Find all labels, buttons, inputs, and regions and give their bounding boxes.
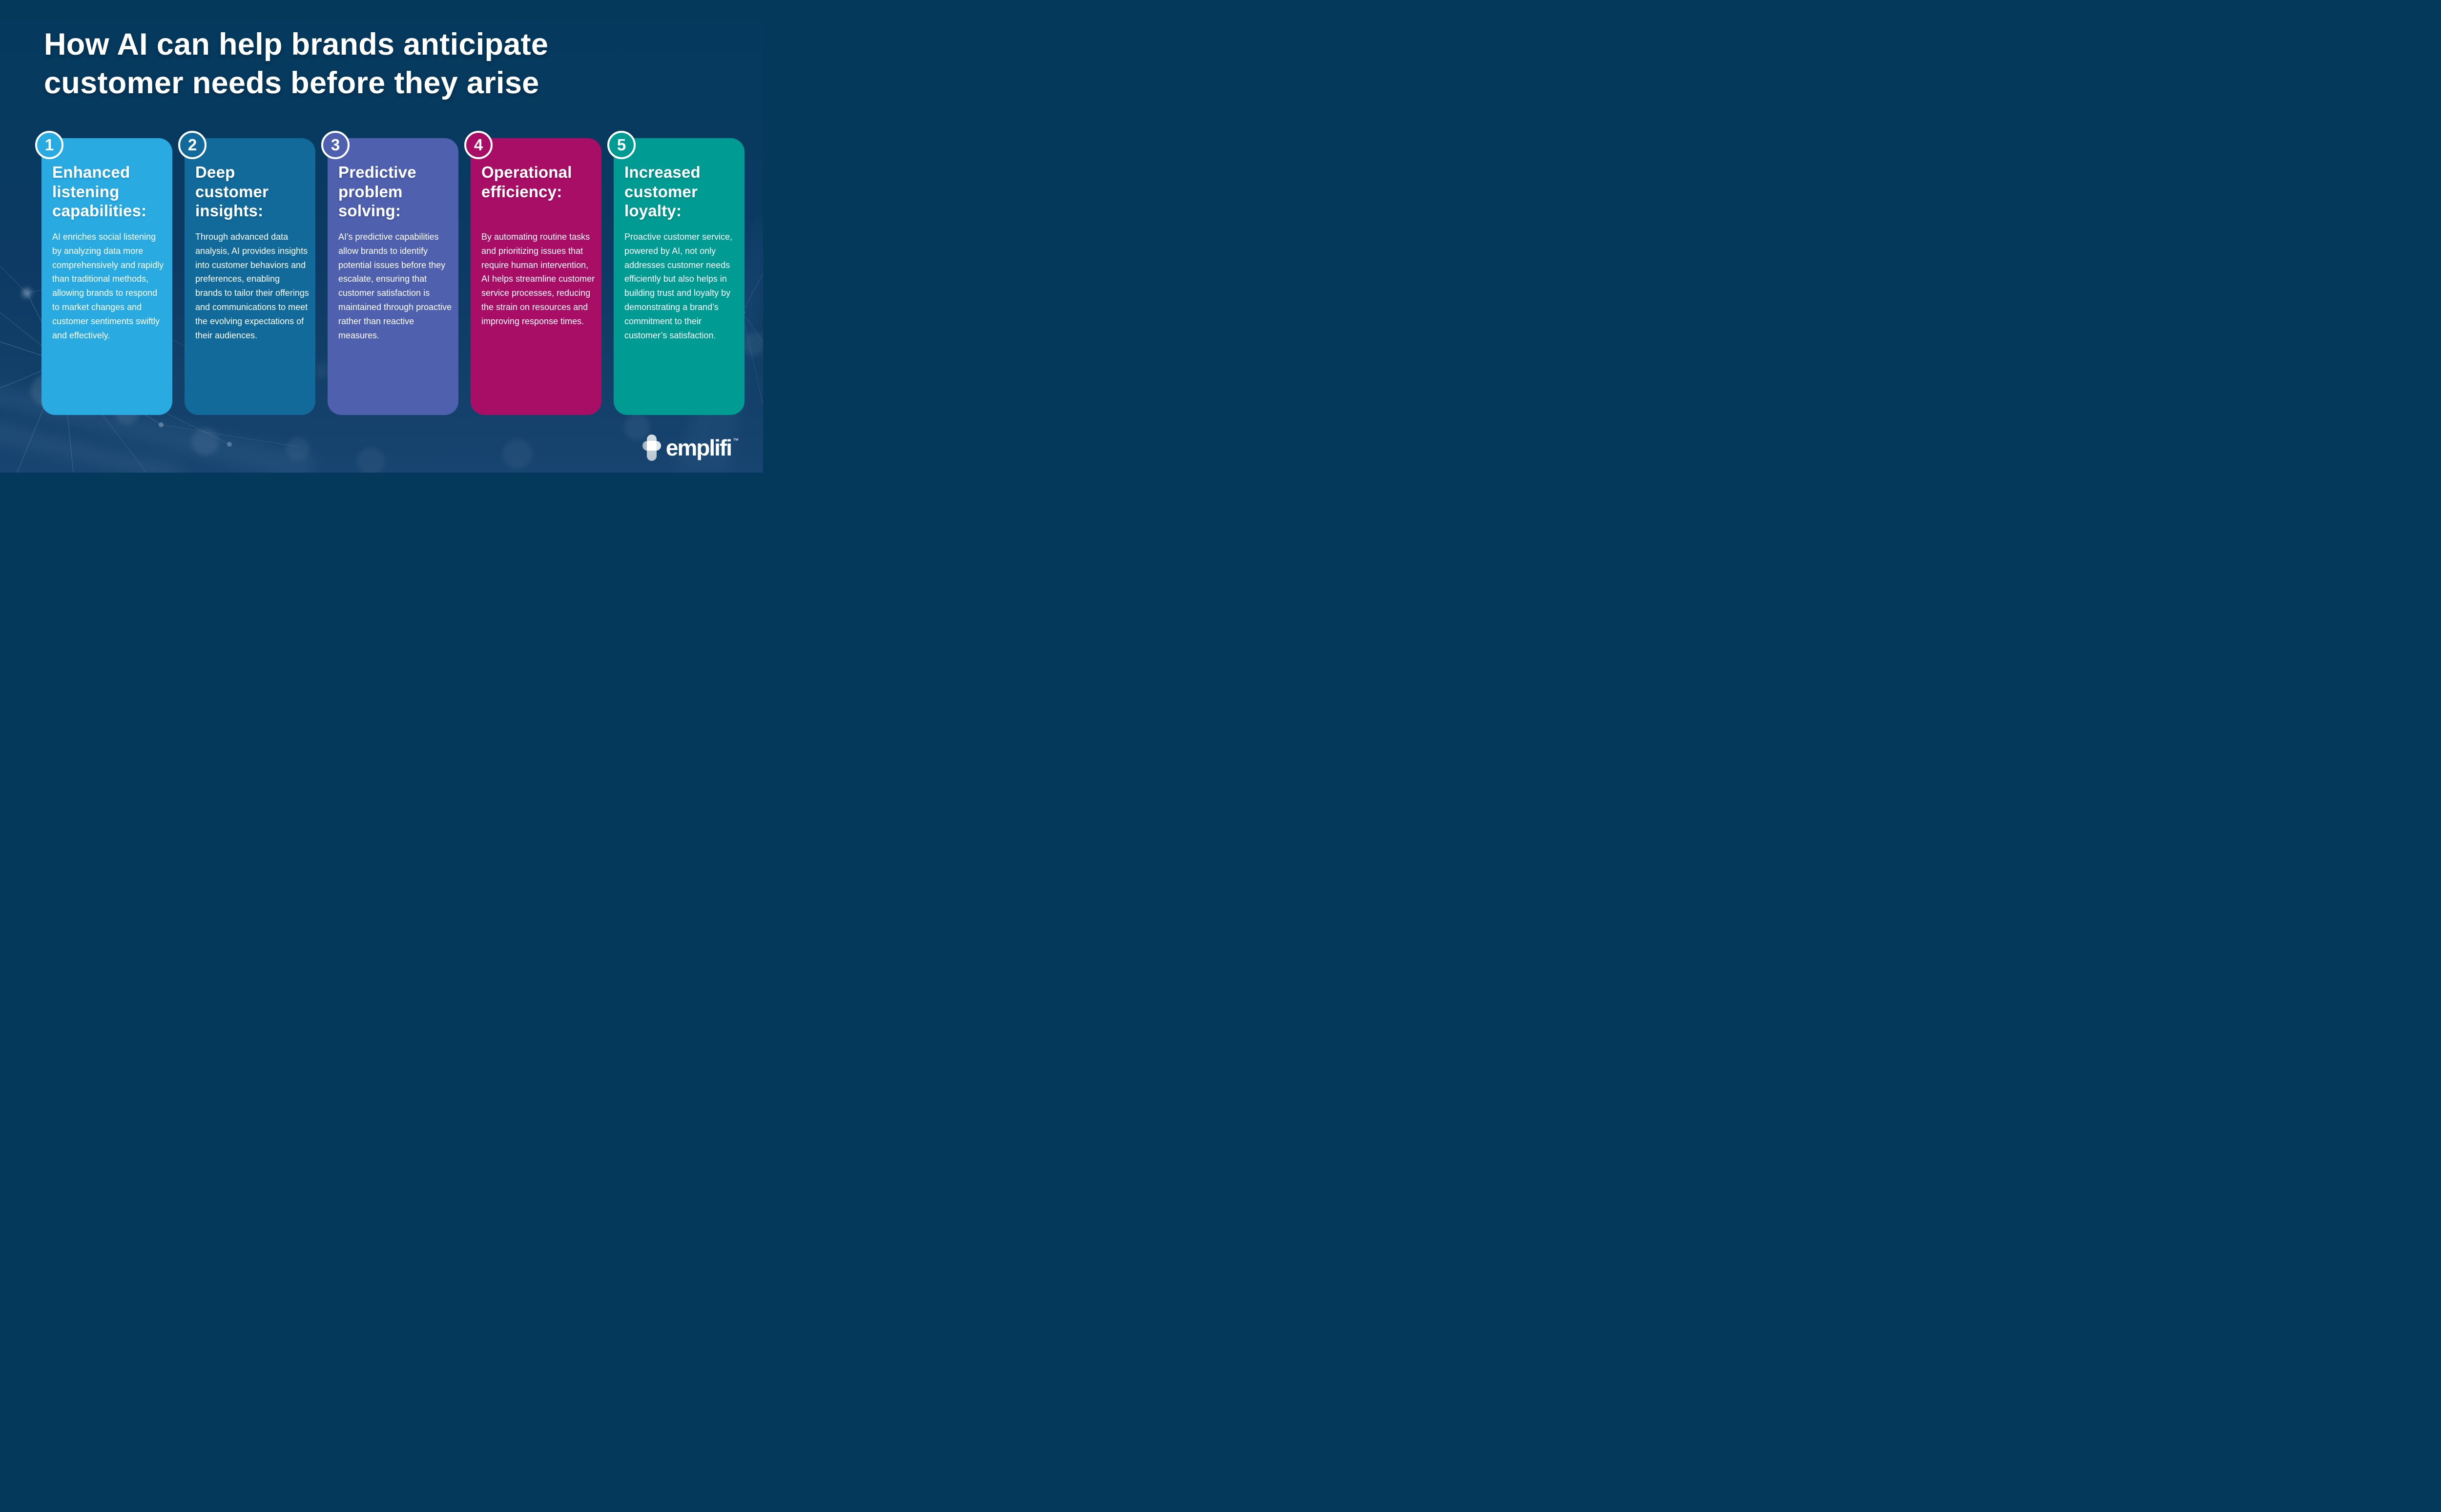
plus-icon-center-bubble (646, 441, 657, 451)
card-number-badge-4: 4 (464, 131, 493, 159)
card-heading: Deep customer insights: (195, 163, 269, 220)
emplifi-plus-icon (642, 435, 661, 461)
cards-row: 1 Enhanced listening capabilities: AI en… (35, 131, 745, 415)
page-title-line2: customer needs before they arise (44, 66, 539, 101)
emplifi-logo: emplifi ™ (642, 435, 739, 461)
card-heading: Predictive problem solving: (338, 163, 416, 220)
card-body: AI's predictive capabilities allow brand… (338, 232, 452, 340)
page-title-line1: How AI can help brands anticipate (44, 27, 549, 62)
card-enhanced-listening: 1 Enhanced listening capabilities: AI en… (35, 131, 172, 415)
card-number-badge-3: 3 (321, 131, 350, 159)
card-heading: Operational efficiency: (481, 163, 572, 201)
card-heading: Increased customer loyalty: (624, 163, 701, 220)
card-body: Proactive customer service, powered by A… (624, 232, 733, 340)
card-predictive-problem-solving: 3 Predictive problem solving: AI's predi… (321, 131, 458, 415)
card-heading: Enhanced listening capabilities: (52, 163, 147, 220)
badge-number: 2 (187, 136, 197, 154)
badge-number: 1 (44, 136, 54, 154)
logo-text: emplifi (665, 435, 732, 460)
card-operational-efficiency: 4 Operational efficiency: By automating … (464, 131, 601, 415)
badge-number: 5 (617, 136, 626, 154)
card-increased-customer-loyalty: 5 Increased customer loyalty: Proactive … (607, 131, 745, 415)
card-number-badge-2: 2 (178, 131, 207, 159)
page-title: How AI can help brands anticipate custom… (44, 25, 630, 103)
emplifi-wordmark: emplifi ™ (666, 436, 739, 459)
badge-number: 4 (474, 136, 483, 154)
card-number-badge-1: 1 (35, 131, 63, 159)
card-body: AI enriches social listening by analyzin… (52, 232, 164, 340)
infographic-canvas: How AI can help brands anticipate custom… (0, 0, 763, 473)
card-deep-customer-insights: 2 Deep customer insights: Through advanc… (178, 131, 315, 415)
badge-number: 3 (331, 136, 340, 154)
card-number-badge-5: 5 (607, 131, 636, 159)
card-body: Through advanced data analysis, AI provi… (195, 232, 309, 340)
card-body: By automating routine tasks and prioriti… (481, 232, 595, 326)
trademark-symbol: ™ (733, 437, 739, 444)
